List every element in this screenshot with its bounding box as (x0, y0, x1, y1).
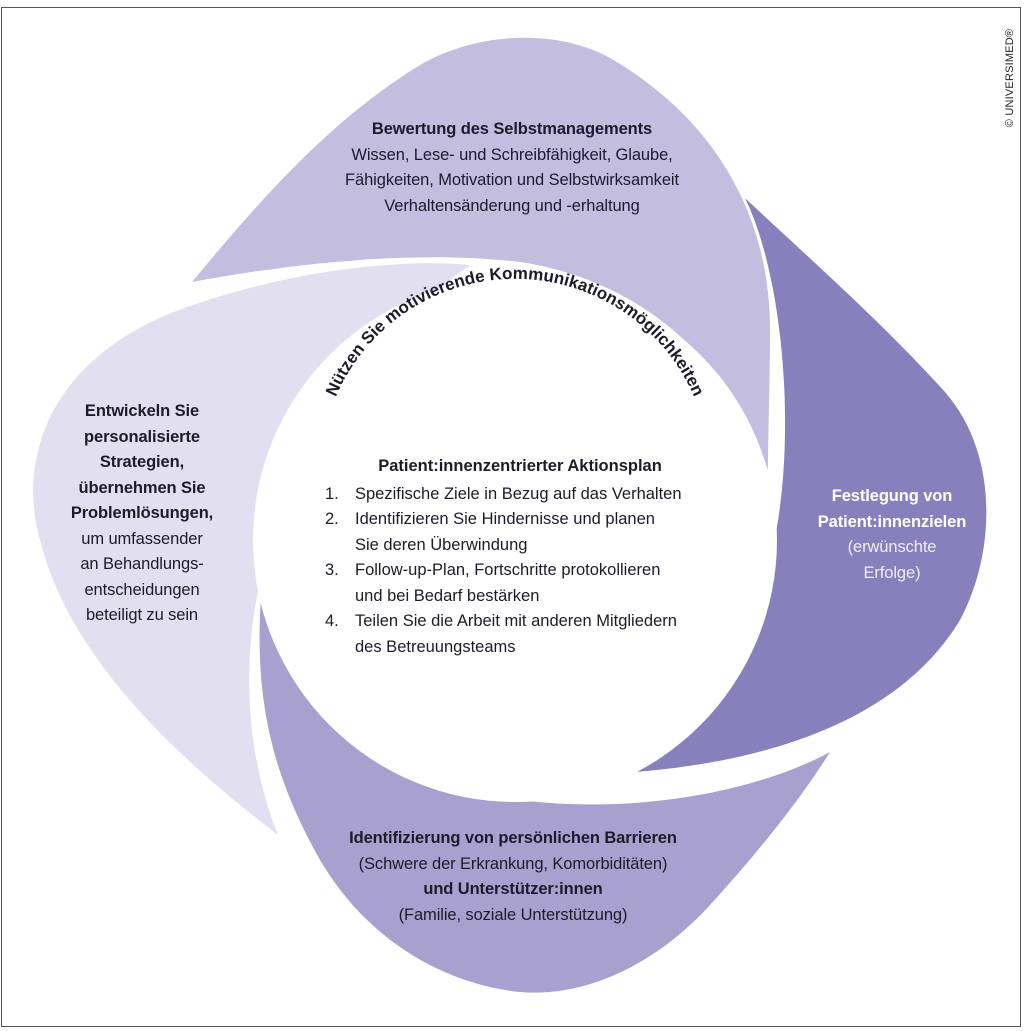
action-plan: Patient:innenzentrierter Aktionsplan 1. … (325, 454, 705, 660)
bottom-petal (259, 575, 830, 993)
left-bold-line-3: Strategien, (99, 453, 185, 471)
action-num-4: 4. (325, 612, 339, 630)
left-petal (33, 263, 471, 836)
right-sub-line-1: (erwünschte (847, 538, 937, 556)
left-line-1: um umfassender (81, 529, 203, 548)
action-num-1: 1. (325, 484, 339, 503)
left-block: Entwickeln Sie personalisierte Strategie… (52, 399, 232, 629)
action-text-4: Teilen Sie die Arbeit mit anderen Mitgli… (355, 609, 705, 660)
bottom-title-1: Identifizierung von persönlichen Barrier… (349, 829, 677, 847)
action-text-3: Follow-up-Plan, Fortschritte protokollie… (355, 558, 705, 609)
action-3-line-1: Follow-up-Plan, Fortschritte protokollie… (355, 561, 661, 579)
action-4-line-2: des Betreuungsteams (355, 637, 516, 656)
action-text-2: Identifizieren Sie Hindernisse und plane… (355, 507, 705, 558)
right-title-line-1: Festlegung von (831, 487, 953, 505)
top-petal (192, 37, 770, 470)
action-2-line-2: Sie deren Überwindung (355, 535, 528, 554)
left-line-2: an Behandlungs- (80, 555, 204, 573)
bottom-title-2: und Unterstützer:innen (423, 880, 603, 898)
left-line-4: beteiligt zu sein (85, 606, 199, 624)
left-bold-line-1: Entwickeln Sie (84, 402, 200, 420)
right-title-line-2: Patient:innenzielen (817, 512, 967, 531)
action-4-line-1: Teilen Sie die Arbeit mit anderen Mitgli… (355, 612, 677, 630)
top-block: Bewertung des Selbstmanagements Wissen, … (300, 117, 724, 219)
top-line-2: Fähigkeiten, Motivation und Selbstwirksa… (345, 171, 679, 189)
bottom-sub-1: (Schwere der Erkrankung, Komorbiditäten) (358, 854, 668, 873)
diagram-frame (1, 7, 1021, 1027)
action-item-3: 3. Follow-up-Plan, Fortschritte protokol… (325, 558, 705, 609)
left-bold-line-5: Problemlösungen, (70, 504, 214, 522)
action-num-2: 2. (325, 510, 339, 528)
bottom-block: Identifizierung von persönlichen Barrier… (300, 826, 726, 928)
action-item-2: 2. Identifizieren Sie Hindernisse und pl… (325, 507, 705, 558)
center-circle (253, 278, 777, 802)
right-sub-line-2: Erfolge) (863, 563, 921, 582)
right-block: Festlegung von Patient:innenzielen (erwü… (800, 484, 984, 586)
action-plan-title: Patient:innenzentrierter Aktionsplan (378, 457, 662, 475)
bottom-sub-2: (Familie, soziale Unterstützung) (398, 905, 628, 924)
left-bold-line-2: personalisierte (84, 427, 200, 446)
action-list: 1. Spezifische Ziele in Bezug auf das Ve… (325, 482, 705, 661)
left-bold-line-4: übernehmen Sie (78, 478, 206, 497)
top-line-1: Wissen, Lese- und Schreibfähigkeit, Glau… (351, 145, 673, 164)
action-3-line-2: und bei Bedarf bestärken (355, 586, 540, 605)
top-line-3: Verhaltensänderung und -erhaltung (384, 196, 640, 215)
action-num-3: 3. (325, 561, 339, 579)
action-text-1: Spezifische Ziele in Bezug auf das Verha… (355, 482, 705, 508)
copyright-notice: © UNIVERSIMED® (998, 22, 1022, 134)
action-1-line-1: Spezifische Ziele in Bezug auf das Verha… (355, 484, 682, 503)
action-item-1: 1. Spezifische Ziele in Bezug auf das Ve… (325, 482, 705, 508)
action-2-line-1: Identifizieren Sie Hindernisse und plane… (355, 510, 655, 528)
copyright-text: © UNIVERSIMED® (1004, 28, 1016, 128)
top-title: Bewertung des Selbstmanagements (371, 120, 653, 138)
right-petal (555, 198, 987, 775)
left-line-3: entscheidungen (84, 580, 200, 599)
action-item-4: 4. Teilen Sie die Arbeit mit anderen Mit… (325, 609, 705, 660)
